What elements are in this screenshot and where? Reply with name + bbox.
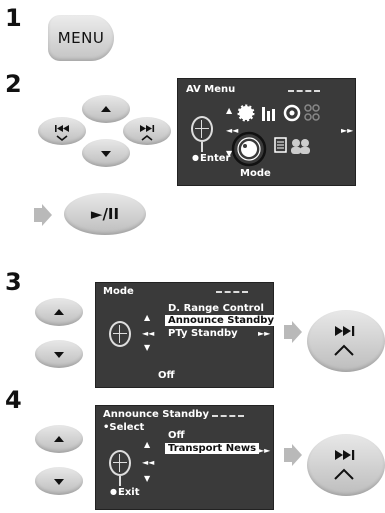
flow-arrow-tail — [284, 448, 292, 462]
up-triangle-icon — [54, 309, 64, 315]
skip-next-icon — [140, 125, 155, 141]
play-pause-label: ►/II — [90, 205, 120, 223]
up-arrow-indicator: ▲ — [144, 440, 151, 449]
mode-screen: Mode D. Range Control Announce Standby P… — [95, 282, 277, 388]
prev-button[interactable] — [38, 117, 86, 145]
down-arrow-indicator: ▼ — [144, 474, 151, 483]
av-menu-selected-item: Mode — [240, 168, 271, 179]
down-button[interactable] — [82, 139, 130, 167]
status-dashes — [212, 415, 244, 417]
menu-icon-row-top — [237, 104, 320, 122]
knob-stem — [201, 142, 203, 152]
announce-screen-title: Announce Standby — [103, 409, 209, 420]
up-arrow-indicator: ▲ — [144, 313, 151, 322]
announce-option-1-selected: Transport News — [165, 443, 260, 454]
mode-item-1-selected: Announce Standby — [165, 315, 277, 326]
down-arrow-indicator: ▼ — [226, 149, 233, 158]
flow-arrow-icon — [42, 204, 52, 226]
next-button-large[interactable] — [307, 434, 385, 496]
forward-indicator: ►► — [258, 446, 271, 455]
step-number-1: 1 — [5, 4, 22, 32]
exit-label: Exit — [118, 487, 140, 498]
next-button[interactable] — [123, 117, 171, 145]
skip-previous-icon — [55, 125, 69, 142]
mode-screen-title: Mode — [103, 286, 134, 297]
forward-indicator: ►► — [341, 126, 354, 135]
up-button[interactable] — [35, 425, 83, 453]
select-label: •Select — [103, 422, 145, 433]
status-dashes — [216, 291, 248, 293]
forward-indicator: ►► — [258, 329, 271, 338]
knob-stem — [119, 476, 121, 486]
enter-label: Enter — [200, 153, 231, 164]
rewind-indicator: ◄◄ — [226, 126, 239, 135]
mode-item-2: PTy Standby — [168, 328, 238, 339]
menu-icon-row-bottom — [274, 137, 310, 154]
mode-value: Off — [158, 370, 175, 381]
down-triangle-icon — [101, 151, 111, 157]
av-menu-screen: AV Menu ▲ ◄◄ ▼ ►► ● Enter Mode — [177, 78, 356, 186]
menu-button-label: MENU — [57, 29, 105, 47]
up-button[interactable] — [82, 95, 130, 123]
announce-option-0: Off — [168, 430, 185, 441]
flow-arrow-icon — [292, 444, 302, 466]
skip-next-icon — [334, 450, 355, 480]
announce-standby-screen: Announce Standby •Select Off Transport N… — [95, 405, 274, 510]
control-knob-icon — [109, 450, 131, 476]
rewind-indicator: ◄◄ — [142, 458, 155, 467]
down-triangle-icon — [54, 479, 64, 485]
enter-dot: ● — [192, 153, 199, 162]
down-arrow-indicator: ▼ — [144, 343, 151, 352]
next-button-large[interactable] — [307, 310, 385, 372]
play-pause-button[interactable]: ►/II — [64, 193, 146, 235]
flow-arrow-tail — [34, 208, 42, 222]
step-number-4: 4 — [5, 386, 22, 414]
exit-dot: ● — [110, 487, 117, 496]
skip-next-icon — [334, 326, 355, 356]
down-triangle-icon — [54, 352, 64, 358]
mode-icon-highlighted — [231, 131, 267, 167]
rewind-indicator: ◄◄ — [142, 329, 155, 338]
status-dashes — [288, 90, 320, 92]
down-button[interactable] — [35, 467, 83, 495]
up-arrow-indicator: ▲ — [226, 106, 233, 115]
control-knob-icon — [109, 321, 131, 347]
up-triangle-icon — [54, 436, 64, 442]
up-triangle-icon — [101, 106, 111, 112]
up-button[interactable] — [35, 298, 83, 326]
down-button[interactable] — [35, 340, 83, 368]
step-number-2: 2 — [5, 70, 22, 98]
av-menu-title: AV Menu — [186, 84, 236, 95]
flow-arrow-icon — [292, 321, 302, 343]
mode-item-0: D. Range Control — [168, 303, 264, 314]
flow-arrow-tail — [284, 325, 292, 339]
control-knob-icon — [191, 116, 213, 142]
menu-button[interactable]: MENU — [48, 15, 114, 61]
step-number-3: 3 — [5, 268, 22, 296]
